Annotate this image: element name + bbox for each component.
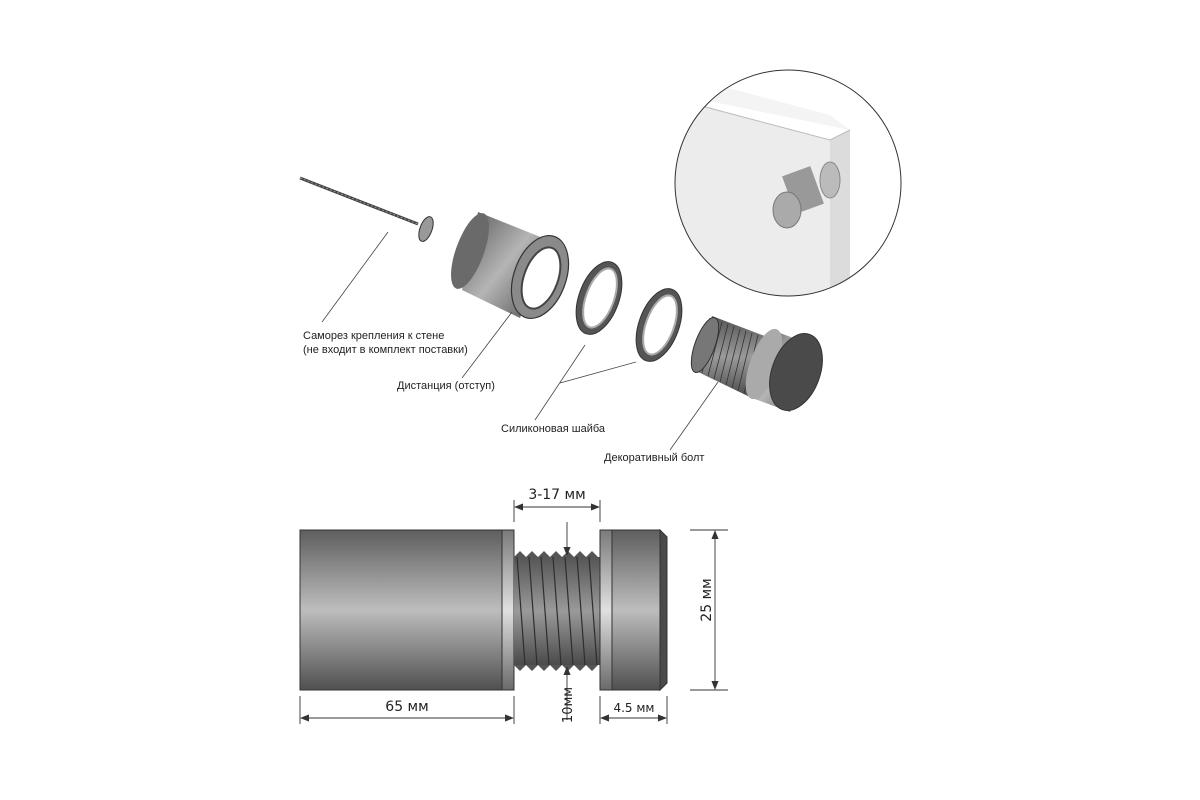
spacer-cylinder: [451, 212, 570, 319]
detail-inset: [674, 69, 902, 297]
dim-length-label: 65 мм: [385, 699, 428, 715]
dim-thread-label: 10мм: [561, 687, 576, 723]
leader-spacer: [461, 311, 513, 379]
label-spacer: Дистанция (отступ): [397, 380, 495, 392]
leader-washer-branch: [559, 361, 637, 384]
dimension-diameter: 25 мм: [690, 529, 728, 691]
leader-bolt: [669, 381, 719, 451]
screw: [299, 176, 434, 242]
side-view: [299, 528, 668, 692]
dimension-gap: 3-17 мм: [513, 487, 601, 522]
decorative-bolt: [690, 316, 823, 412]
leader-screw: [321, 231, 389, 323]
label-screw-line1: Саморез крепления к стене: [303, 330, 444, 342]
dimension-head: 4.5 мм: [599, 696, 668, 724]
label-bolt: Декоративный болт: [604, 452, 704, 464]
label-screw-line2: (не входит в комплект поставки): [303, 344, 468, 356]
leader-washer: [534, 344, 586, 421]
silicone-washer-2: [635, 288, 683, 362]
dim-gap-label: 3-17 мм: [528, 487, 585, 503]
label-washer: Силиконовая шайба: [501, 423, 606, 435]
silicone-washer-1: [575, 261, 623, 335]
dimension-length: 65 мм: [299, 696, 515, 724]
dim-head-label: 4.5 мм: [613, 701, 654, 715]
dimension-thread: 10мм: [561, 522, 576, 723]
dim-diameter-label: 25 мм: [699, 578, 715, 621]
